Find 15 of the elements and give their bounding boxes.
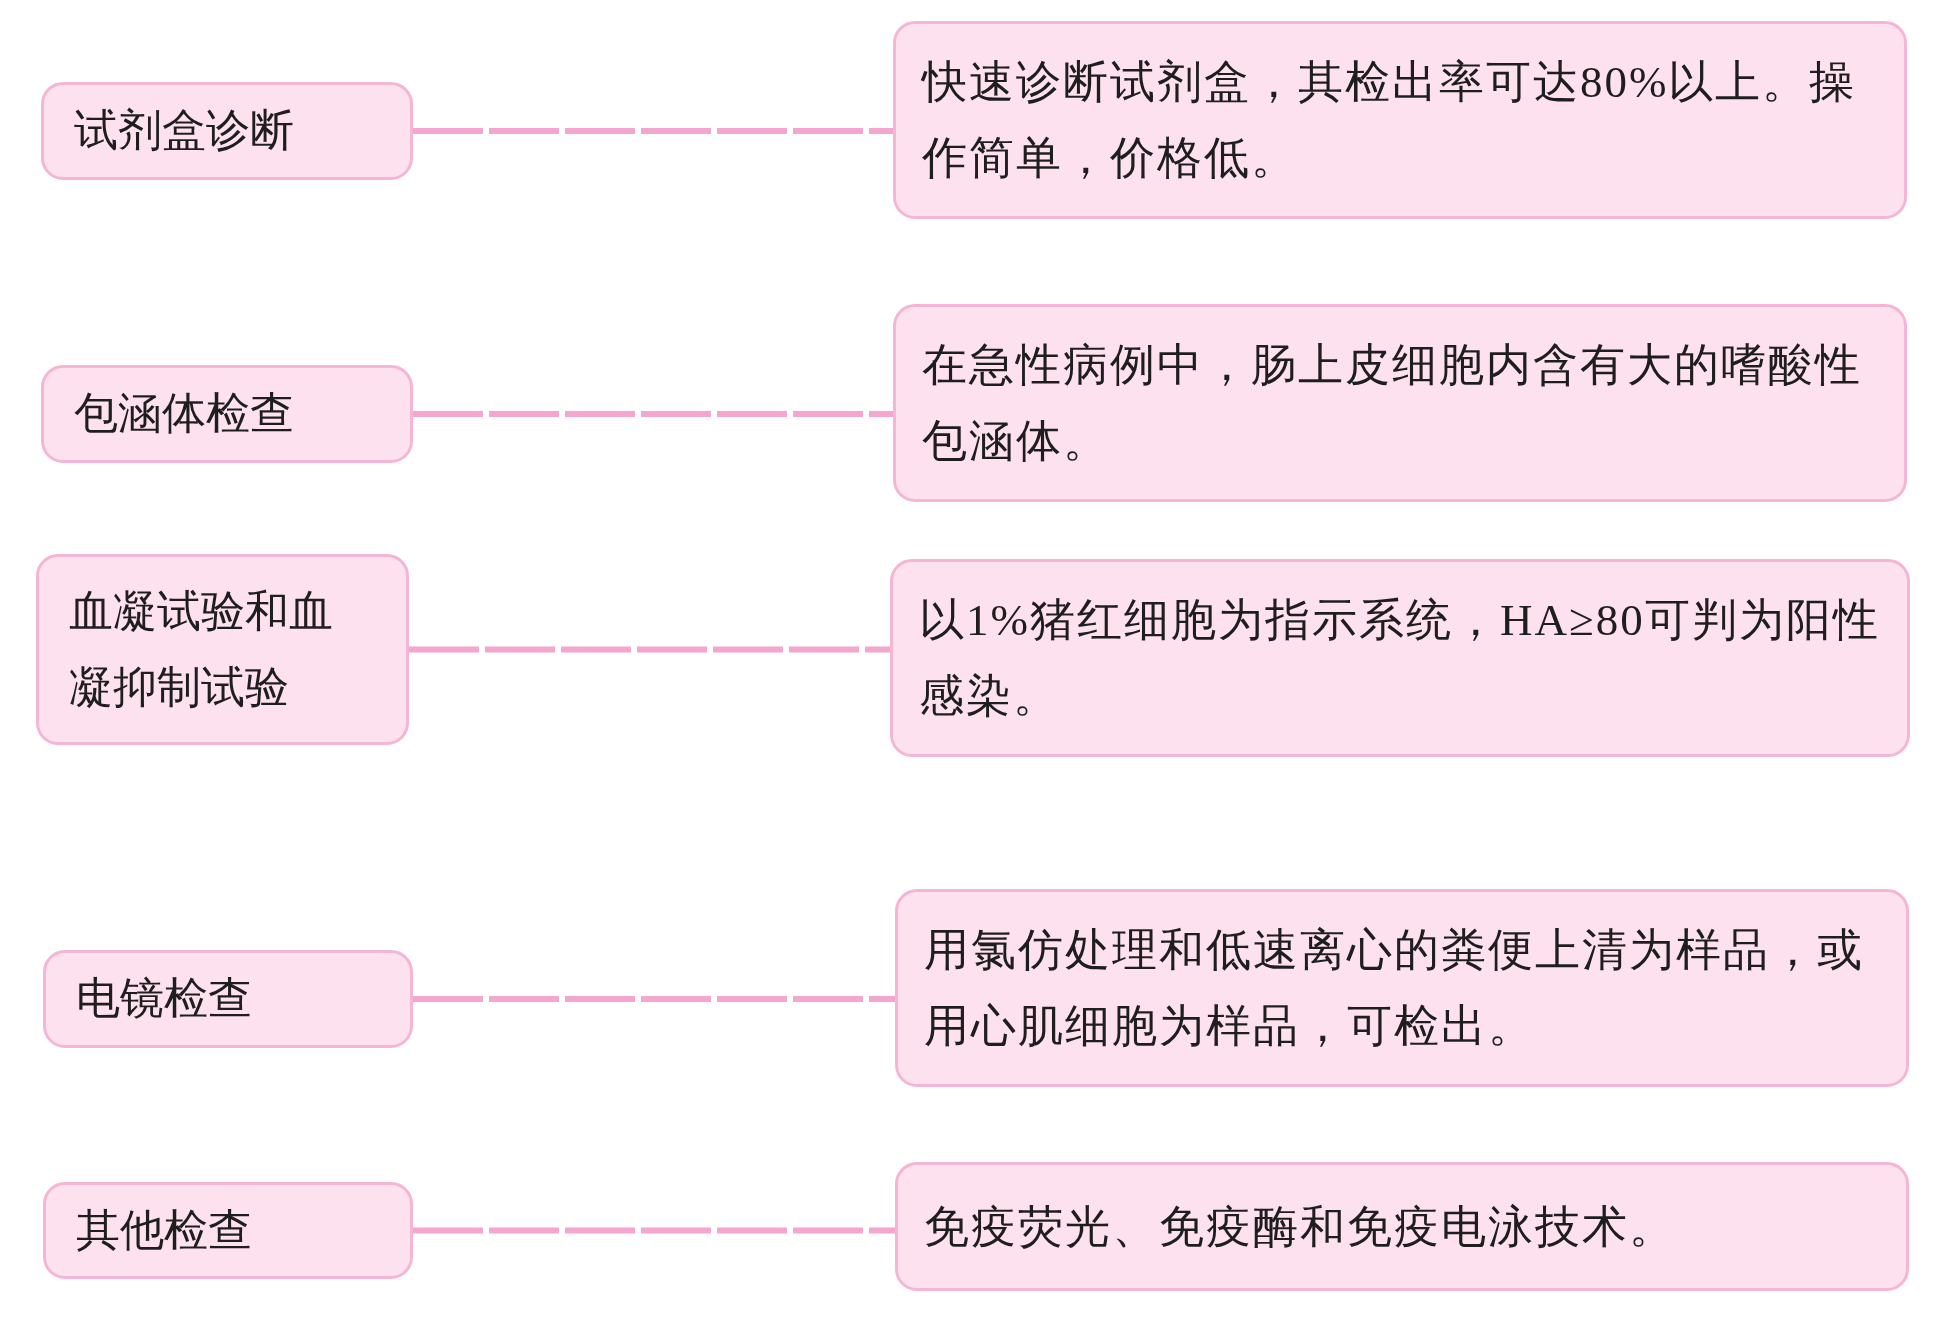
description-box: 以1%猪红细胞为指示系统，HA≥80可判为阳性感染。 bbox=[890, 559, 1910, 757]
connector-line bbox=[413, 411, 893, 417]
connector-line bbox=[413, 1227, 895, 1234]
method-box: 包涵体检查 bbox=[41, 365, 413, 463]
description-box: 用氯仿处理和低速离心的粪便上清为样品，或用心肌细胞为样品，可检出。 bbox=[895, 889, 1909, 1087]
description-box: 免疫荧光、免疫酶和免疫电泳技术。 bbox=[895, 1162, 1909, 1291]
description-box: 在急性病例中，肠上皮细胞内含有大的嗜酸性包涵体。 bbox=[893, 304, 1907, 502]
connector-line bbox=[413, 128, 893, 134]
method-box: 其他检查 bbox=[43, 1182, 413, 1279]
method-box: 血凝试验和血凝抑制试验 bbox=[36, 554, 409, 745]
connector-line bbox=[413, 996, 895, 1002]
connector-line bbox=[409, 646, 890, 653]
description-box: 快速诊断试剂盒，其检出率可达80%以上。操作简单，价格低。 bbox=[893, 21, 1907, 219]
method-box: 试剂盒诊断 bbox=[41, 82, 413, 180]
method-box: 电镜检查 bbox=[43, 950, 413, 1048]
